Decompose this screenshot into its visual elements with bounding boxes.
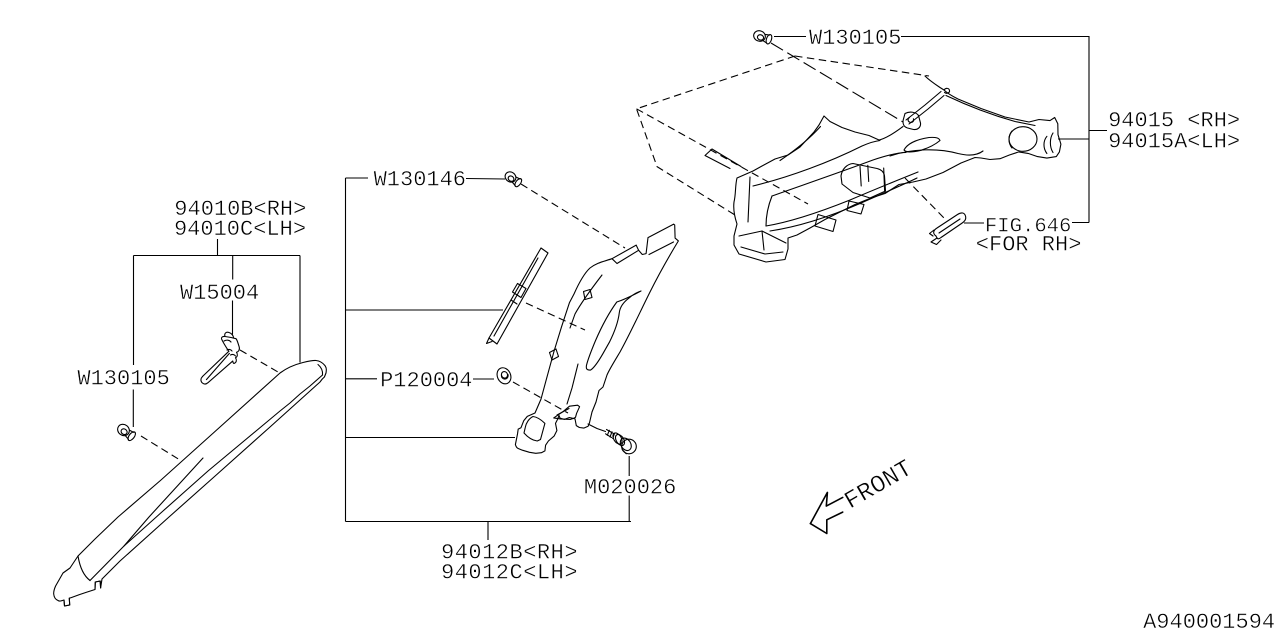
svg-text:W15004: W15004 — [180, 281, 259, 306]
svg-text:94012B<RH>: 94012B<RH> — [441, 540, 578, 565]
svg-text:W130105: W130105 — [809, 26, 901, 51]
svg-text:FIG.646: FIG.646 — [985, 216, 1072, 239]
svg-text:94012C<LH>: 94012C<LH> — [441, 560, 578, 585]
svg-text:94015 <RH>: 94015 <RH> — [1108, 109, 1240, 134]
svg-text:<FOR RH>: <FOR RH> — [976, 232, 1082, 257]
svg-text:W130105: W130105 — [77, 366, 169, 391]
svg-text:94010B<RH>: 94010B<RH> — [174, 197, 306, 222]
svg-text:94015A<LH>: 94015A<LH> — [1108, 129, 1240, 154]
svg-text:A940001594: A940001594 — [1143, 610, 1275, 635]
svg-text:M020026: M020026 — [584, 475, 676, 500]
svg-text:W130146: W130146 — [374, 168, 466, 193]
svg-text:P120004: P120004 — [380, 369, 472, 394]
svg-text:94010C<LH>: 94010C<LH> — [174, 217, 306, 242]
